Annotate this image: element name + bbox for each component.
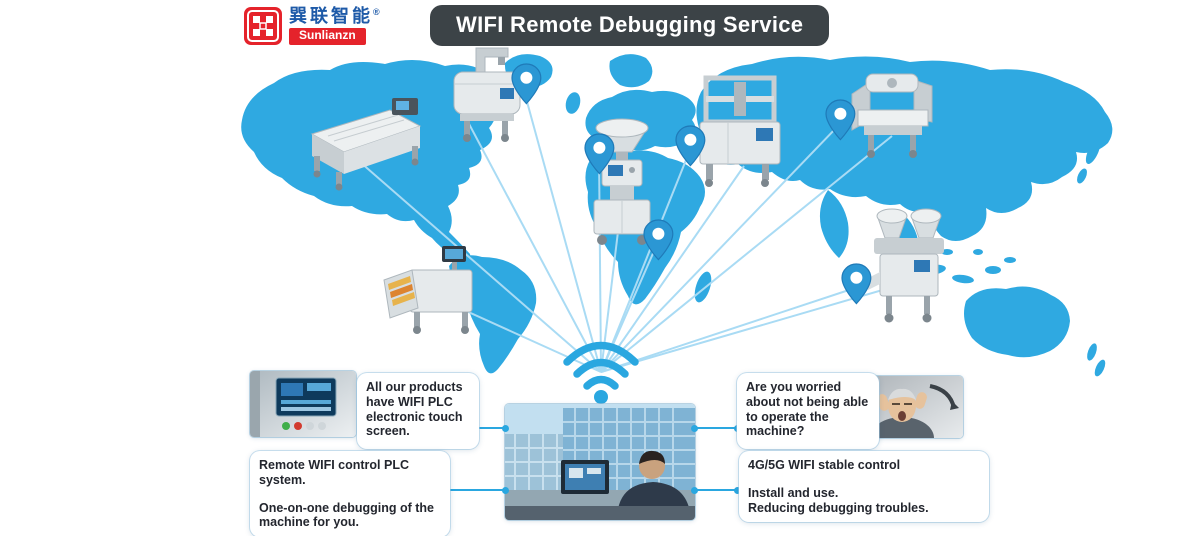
island-uk [565,92,581,114]
registered-mark: ® [373,7,380,17]
brand-name-en: Sunlianzn [289,28,366,45]
callout-remote-control: Remote WIFI control PLC system. One-on-o… [250,451,450,536]
continent-australia [964,286,1070,358]
world-map [241,54,1113,377]
brand-name-cn: 巽联智能® [289,6,380,26]
callout-remote-line2: One-on-one debugging of the machine for … [259,500,434,530]
connector-line [691,486,741,494]
location-pin-icon [825,99,856,141]
brand-text: 巽联智能® Sunlianzn [289,7,380,45]
connector-dot [691,424,698,432]
location-pin-icon [675,125,706,167]
island [1004,257,1016,263]
page-title: WIFI Remote Debugging Service [430,5,830,46]
callout-stable-line2: Install and use. [748,485,839,500]
connector-dot [502,424,509,432]
machine-mixer-icon [453,47,521,142]
callout-stable-line3: Reducing debugging troubles. [748,500,929,515]
callout-stable-line1: 4G/5G WIFI stable control [748,458,901,472]
brand-logo: 巽联智能® Sunlianzn [244,7,380,45]
island-nz [1087,343,1097,361]
signal-lines [359,97,911,373]
location-pin-icon [511,63,542,105]
island [973,249,983,255]
machine-tray-filler-icon [383,246,473,334]
island-nz [1094,359,1106,377]
connector-dot [734,486,741,494]
location-pins [511,63,872,305]
photo-remote-engineer [505,404,695,520]
location-pin-icon [643,219,674,261]
callout-remote-line1: Remote WIFI control PLC system. [259,458,409,487]
machine-cabinet-icon [699,75,781,187]
location-pin-icon [841,263,872,305]
machine-flatbed-icon [310,98,422,191]
region-india [819,190,849,258]
continent-asia [696,56,1113,241]
machine-sheeter-icon [851,73,933,158]
connector-dot [502,486,509,494]
brand-seal-icon [244,7,282,45]
island-madagascar [694,271,712,303]
connector-dot [691,486,698,494]
callout-touch-screen: All our products have WIFI PLC electroni… [357,373,479,449]
island [952,274,974,284]
location-pin-icon [584,133,615,175]
callout-touch-screen-text: All our products have WIFI PLC electroni… [366,380,463,439]
callout-stable-control: 4G/5G WIFI stable control Install and us… [739,451,989,523]
callout-worried-text: Are you worried about not being able to … [746,380,869,439]
photo-touchscreen-panel [250,371,356,437]
island-japan [1085,140,1101,164]
connector-line [691,424,741,432]
continent-scandinavia [609,54,653,88]
callout-worried: Are you worried about not being able to … [737,373,879,449]
page-title-text: WIFI Remote Debugging Service [456,12,804,37]
photo-worried-man [864,376,963,438]
wifi-icon [563,341,639,404]
machine-double-hopper-icon [868,208,944,323]
island [985,266,1001,274]
island-japan [1077,168,1087,184]
